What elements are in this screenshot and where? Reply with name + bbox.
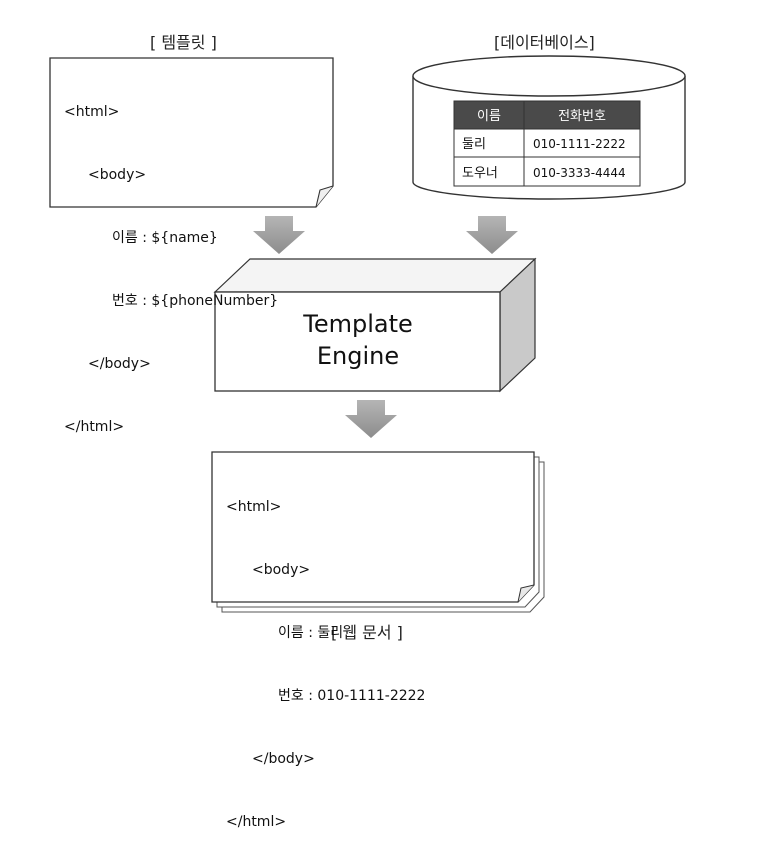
output-line-body-close: </body> <box>252 751 315 767</box>
output-code: <html> <body> 이름 : 둘리 번호 : 010-1111-2222… <box>226 455 425 854</box>
database-caption: [데이터베이스] <box>494 33 595 52</box>
output-document-stack <box>211 451 545 613</box>
database-table <box>453 100 641 187</box>
template-line-body-open: <body> <box>88 167 147 183</box>
table-cell-name-2: 도우너 <box>462 166 498 181</box>
diagram-canvas: Template Engine 이름 전화번호 둘리 010-1111-2222… <box>49 55 686 613</box>
arrow-engine-to-output <box>345 400 397 438</box>
template-line-html-open: <html> <box>64 104 120 120</box>
output-line-html-close: </html> <box>226 814 287 830</box>
template-line-name: 이름 : ${name} <box>112 230 218 246</box>
template-line-html-close: </html> <box>64 419 125 435</box>
arrow-template-to-engine <box>253 216 305 254</box>
table-cell-phone-1: 010-1111-2222 <box>533 137 626 151</box>
table-header-phone: 전화번호 <box>558 109 606 124</box>
template-line-phone: 번호 : ${phoneNumber} <box>112 293 279 309</box>
engine-label-line2: Engine <box>317 342 399 370</box>
arrow-database-to-engine <box>466 216 518 254</box>
output-line-phone: 번호 : 010-1111-2222 <box>278 688 426 704</box>
output-caption: [ 웹 문서 ] <box>331 623 403 642</box>
template-code: <html> <body> 이름 : ${name} 번호 : ${phoneN… <box>64 60 278 459</box>
table-cell-name-1: 둘리 <box>462 137 486 152</box>
output-line-name: 이름 : 둘리 <box>278 625 344 641</box>
template-engine-box <box>213 257 537 393</box>
output-line-body-open: <body> <box>252 562 311 578</box>
table-header-name: 이름 <box>477 109 501 124</box>
template-line-body-close: </body> <box>88 356 151 372</box>
template-document <box>49 57 334 208</box>
engine-label-line1: Template <box>302 310 413 338</box>
template-caption: [ 템플릿 ] <box>150 33 217 52</box>
output-line-html-open: <html> <box>226 499 282 515</box>
table-cell-phone-2: 010-3333-4444 <box>533 166 626 180</box>
